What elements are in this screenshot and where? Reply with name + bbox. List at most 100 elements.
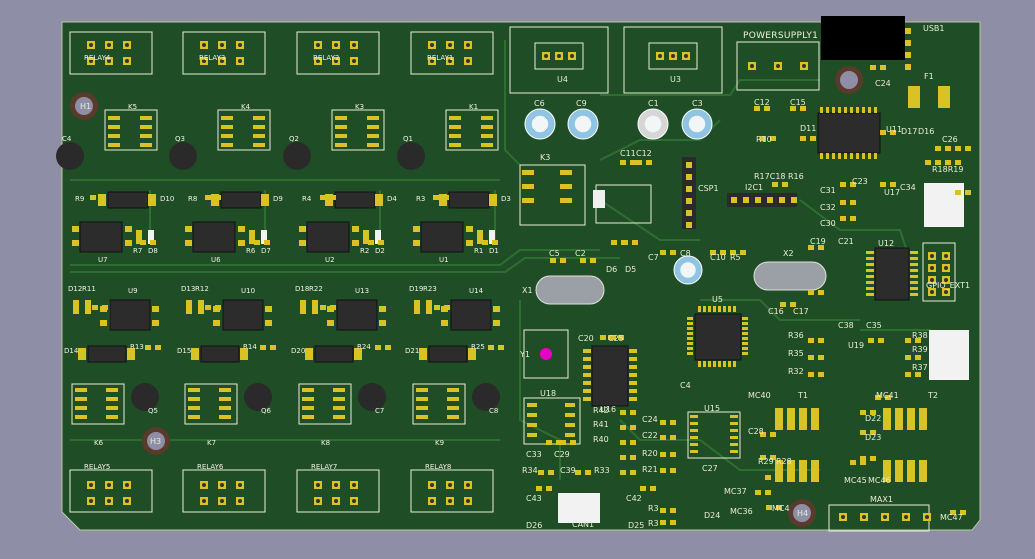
relay-pad (221, 143, 233, 147)
smd-pad (850, 200, 856, 205)
smd-pad (772, 182, 778, 187)
relay-pad (253, 116, 265, 120)
opto-pad (466, 240, 473, 246)
opto-pad (265, 320, 272, 326)
diode-body (107, 191, 149, 209)
smd-pad (687, 317, 693, 320)
smd-pad (718, 306, 721, 312)
smd-pad (565, 433, 575, 437)
diode-pad (354, 348, 362, 360)
smd-pad (583, 365, 591, 369)
relay-pad (75, 397, 87, 401)
smd-pad (866, 251, 874, 254)
opto-pad (238, 240, 245, 246)
smd-pad (870, 430, 876, 435)
capacitor-top (574, 115, 592, 133)
transformer-pad (919, 460, 927, 482)
led-pad (73, 300, 79, 314)
smd-pad (728, 306, 731, 312)
smd-pad (660, 250, 666, 255)
drill-hole (220, 59, 224, 63)
i2c-pin (791, 197, 797, 203)
transformer-pad (811, 408, 819, 430)
relay-pad (449, 143, 461, 147)
opto-pad (379, 306, 386, 312)
smd-pad (878, 338, 884, 343)
smd-pad (703, 361, 706, 367)
relay-pad (333, 397, 345, 401)
drill-hole (89, 59, 93, 63)
smd-pad (840, 200, 846, 205)
optocoupler-body (336, 299, 378, 331)
smd-pad (215, 195, 221, 200)
powersupply-outline (736, 41, 820, 91)
relay-k-outline (71, 383, 125, 425)
smd-pad (870, 65, 876, 70)
smd-pad (522, 184, 534, 189)
relay-k-outline (331, 109, 385, 151)
drill-hole (802, 64, 806, 68)
relay-pad (335, 125, 347, 129)
smd-pad (378, 240, 384, 245)
led-body (148, 230, 154, 244)
smd-pad (444, 305, 450, 310)
smd-pad (646, 160, 652, 165)
smd-pad (850, 460, 856, 465)
smd-pad (910, 275, 918, 278)
diode-body (428, 345, 468, 363)
smd-pad (808, 338, 814, 343)
relay-pad (302, 397, 314, 401)
relay-pad (106, 397, 118, 401)
drill-hole (107, 483, 111, 487)
smd-pad (765, 490, 771, 495)
smd-pad (875, 395, 881, 400)
smd-pad (527, 413, 537, 417)
smd-pad (698, 306, 701, 312)
drill-hole (352, 499, 356, 503)
smd-pad (950, 510, 956, 515)
smd-pad (710, 250, 716, 255)
smd-pad (935, 160, 941, 165)
smd-pad (733, 306, 736, 312)
smd-pad (620, 160, 626, 165)
csp-pin (686, 222, 692, 228)
smd-pad (808, 245, 814, 250)
relay-pad (219, 388, 231, 392)
relay-pad (108, 143, 120, 147)
relay-pad (188, 397, 200, 401)
smd-pad (862, 153, 865, 159)
transformer-pad (775, 460, 783, 482)
i2c-header (727, 193, 797, 207)
smd-pad (670, 468, 676, 473)
relay-pad (449, 116, 461, 120)
diode-pad (489, 194, 497, 206)
transistor-to92 (283, 142, 311, 170)
drill-hole (238, 59, 242, 63)
smd-pad (575, 470, 581, 475)
smd-pad (880, 65, 886, 70)
smd-pad (868, 153, 871, 159)
smd-pad (687, 347, 693, 350)
smd-pad (832, 153, 835, 159)
smd-pad (583, 357, 591, 361)
smd-pad (874, 153, 877, 159)
relay-pad (219, 415, 231, 419)
drill-hole (883, 515, 887, 519)
smd-pad (482, 240, 488, 245)
smd-pad (215, 305, 221, 310)
smd-pad (820, 107, 823, 113)
opto-pad (125, 240, 132, 246)
smd-pad (254, 240, 260, 245)
smd-pad (915, 355, 921, 360)
relay-pad (447, 388, 459, 392)
smd-pad (790, 106, 796, 111)
smd-pad (866, 293, 874, 296)
usb-pad (905, 40, 911, 46)
smd-pad (866, 281, 874, 284)
relay-connector-outline (410, 31, 494, 75)
relay-connector-outline (182, 31, 266, 75)
smd-pad (808, 355, 814, 360)
drill-hole (352, 43, 356, 47)
smd-pad (698, 361, 701, 367)
